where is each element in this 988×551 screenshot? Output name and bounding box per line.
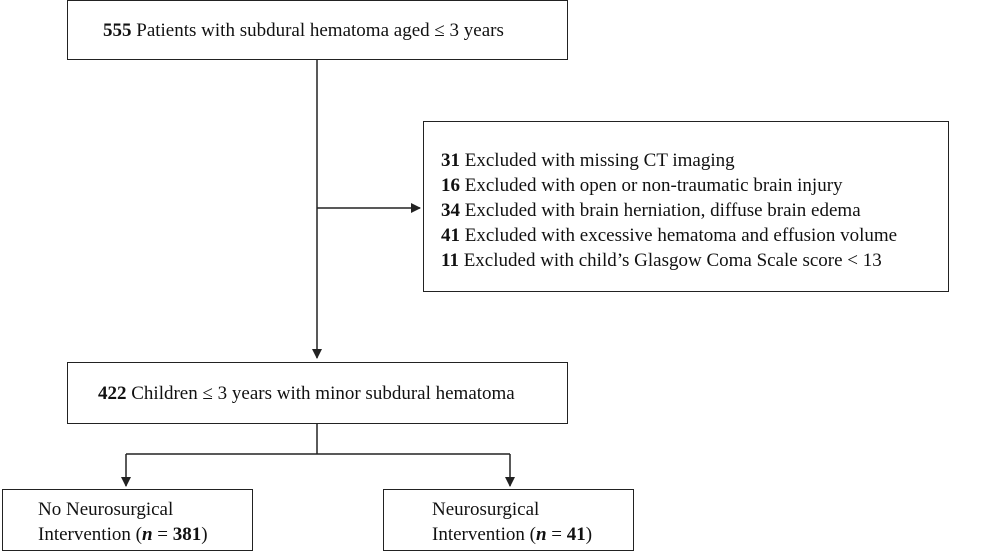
exclusion-box: 31 Excluded with missing CT imaging 16 E… bbox=[423, 121, 949, 292]
right-outcome-box: Neurosurgical Intervention (n = 41) bbox=[383, 489, 634, 551]
middle-box-count: 422 bbox=[98, 383, 127, 404]
exclusion-item: 31 Excluded with missing CT imaging bbox=[441, 150, 735, 171]
exclusion-item: 11 Excluded with child’s Glasgow Coma Sc… bbox=[441, 250, 882, 271]
top-box-text: Patients with subdural hematoma aged ≤ 3… bbox=[131, 20, 504, 41]
exclusion-item: 34 Excluded with brain herniation, diffu… bbox=[441, 200, 861, 221]
left-box-line2: Intervention (n = 381) bbox=[38, 524, 208, 545]
exclusion-item: 16 Excluded with open or non-traumatic b… bbox=[441, 175, 843, 196]
left-outcome-box: No Neurosurgical Intervention (n = 381) bbox=[2, 489, 253, 551]
right-box-line1: Neurosurgical bbox=[432, 499, 540, 520]
right-box-line2: Intervention (n = 41) bbox=[432, 524, 593, 545]
exclusion-item: 41 Excluded with excessive hematoma and … bbox=[441, 225, 898, 246]
middle-box-text: Children ≤ 3 years with minor subdural h… bbox=[126, 383, 515, 404]
middle-box: 422 Children ≤ 3 years with minor subdur… bbox=[67, 362, 568, 424]
top-box-count: 555 bbox=[103, 20, 132, 41]
left-box-line1: No Neurosurgical bbox=[38, 499, 174, 520]
top-box: 555 Patients with subdural hematoma aged… bbox=[67, 0, 568, 60]
